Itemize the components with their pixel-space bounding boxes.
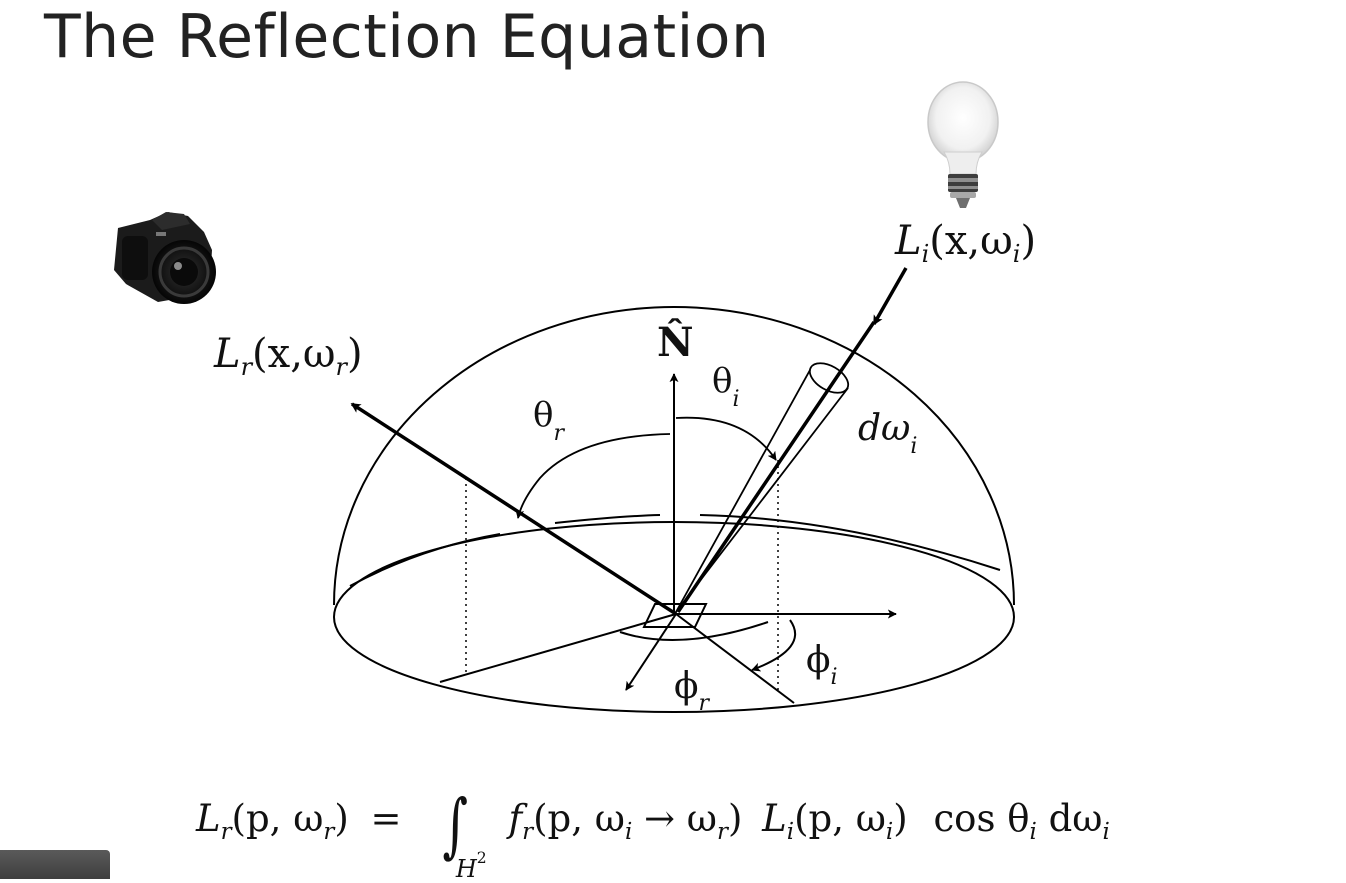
reflected-ray — [350, 402, 677, 616]
slide-title: The Reflection Equation — [44, 2, 770, 72]
theta-i-arc — [675, 416, 777, 461]
cosine-term: cos θi dωi — [933, 797, 1110, 846]
integral-domain: H2 — [455, 848, 487, 883]
reflected-radiance-label: Lr(x,ωr) — [213, 331, 363, 381]
projection-lines — [465, 460, 779, 690]
phi-i-label: ϕi — [806, 640, 838, 690]
light-bulb-icon — [927, 81, 999, 208]
phi-r-label: ϕr — [674, 666, 711, 716]
integral-symbol: ∫ — [442, 784, 469, 866]
incident-ray — [676, 267, 908, 613]
reflected-projection — [439, 613, 677, 683]
hemisphere-dome — [333, 306, 1015, 606]
reflection-equation: Lr(p, ωr) = ∫H2 fr(p, ωi → ωr) Li(p, ωi)… — [196, 784, 1256, 883]
theta-r-arc — [515, 433, 671, 519]
brdf-term: fr(p, ωi → ωr) — [508, 797, 743, 846]
light-radiance-label: Li(x,ωi) — [894, 218, 1036, 268]
angle-arcs — [515, 416, 777, 519]
phi-r-arc — [619, 621, 769, 641]
surface-patch — [642, 603, 708, 628]
equation-lhs: Lr(p, ωr) — [196, 797, 349, 846]
incident-radiance-term: Li(p, ωi) — [762, 797, 908, 846]
d-omega-i-label: dωi — [858, 408, 917, 459]
theta-r-label: θr — [533, 395, 565, 446]
video-thumbnail[interactable] — [0, 850, 110, 879]
theta-i-label: θi — [712, 361, 740, 412]
solid-angle-cone — [675, 362, 850, 613]
phi-i-arc — [751, 619, 796, 672]
base-plane-lines — [439, 603, 897, 704]
camera-icon — [114, 212, 216, 304]
hemisphere-back-rim — [349, 514, 1001, 587]
normal-label: N̂ — [657, 319, 694, 366]
equation-equals: = — [370, 797, 402, 840]
incident-projection — [675, 613, 795, 704]
